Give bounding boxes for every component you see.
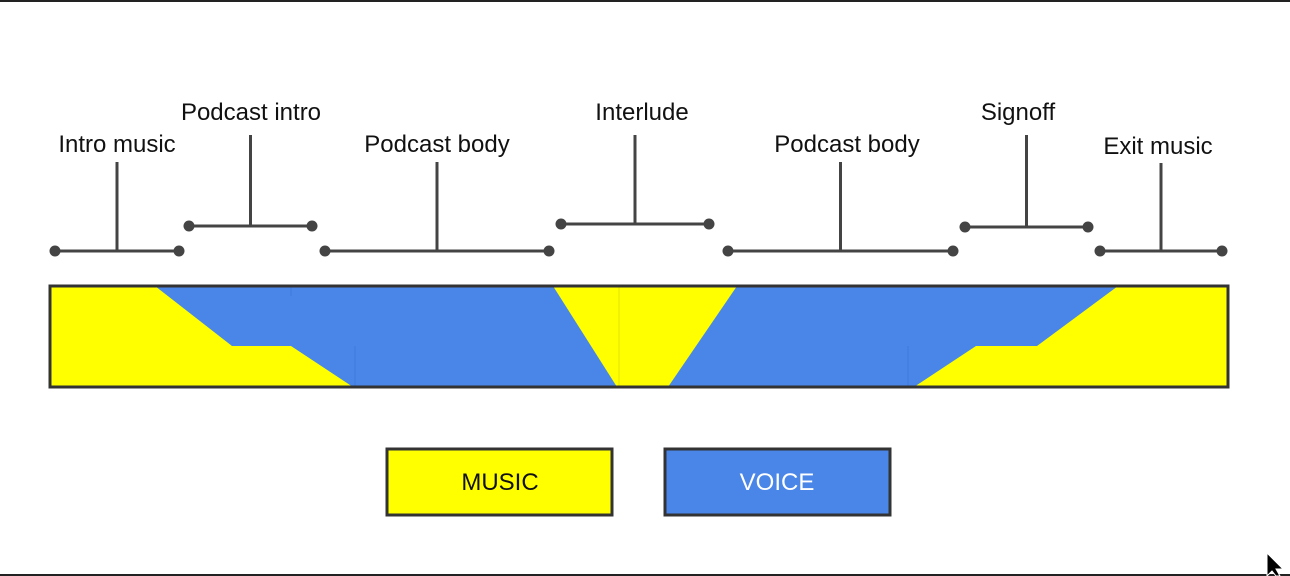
bracket-end-dot [947,245,959,257]
bracket-start-dot [49,245,61,257]
segment-bracket-signoff [959,135,1094,233]
segment-label-interlude: Interlude [595,99,688,126]
legend-voice-swatch [663,447,892,517]
legend-music-label: MUSIC [461,469,538,496]
voice-region-second-half [668,286,1118,387]
legend: MUSIC VOICE [385,447,892,517]
legend-music: MUSIC [385,447,614,517]
bracket-end-dot [1082,221,1094,233]
segment-bracket-podcast-body-2 [722,162,959,257]
bracket-end-dot [543,245,555,257]
bracket-end-dot [703,218,715,230]
legend-voice: VOICE [663,447,892,517]
legend-voice-label: VOICE [740,469,815,496]
segment-bracket-podcast-body-1 [319,162,555,257]
bracket-end-dot [1216,245,1228,257]
segment-labels: Intro music Podcast intro Podcast body I… [58,99,1212,160]
bracket-start-dot [183,220,195,232]
segment-label-podcast-intro: Podcast intro [181,99,321,126]
bracket-start-dot [1094,245,1106,257]
legend-music-swatch [385,447,614,517]
segment-label-podcast-body-2: Podcast body [774,131,919,158]
mix-band-frame [48,284,1230,389]
bracket-start-dot [319,245,331,257]
mix-band [48,284,1230,389]
bracket-start-dot [722,245,734,257]
bracket-end-dot [173,245,185,257]
voice-region-first-half [155,286,617,387]
segment-label-intro-music: Intro music [58,131,175,158]
bracket-start-dot [555,218,567,230]
segment-bracket-intro-music [49,162,185,257]
bracket-start-dot [959,221,971,233]
arrow-cursor-icon [1266,551,1285,576]
segment-label-podcast-body-1: Podcast body [364,131,509,158]
segment-label-exit-music: Exit music [1103,133,1212,160]
bracket-end-dot [306,220,318,232]
segment-bracket-exit-music [1094,163,1228,257]
segment-bracket-podcast-intro [183,135,318,232]
segment-label-signoff: Signoff [981,99,1056,126]
segment-bracket-interlude [555,135,715,230]
segment-brackets [49,135,1228,257]
